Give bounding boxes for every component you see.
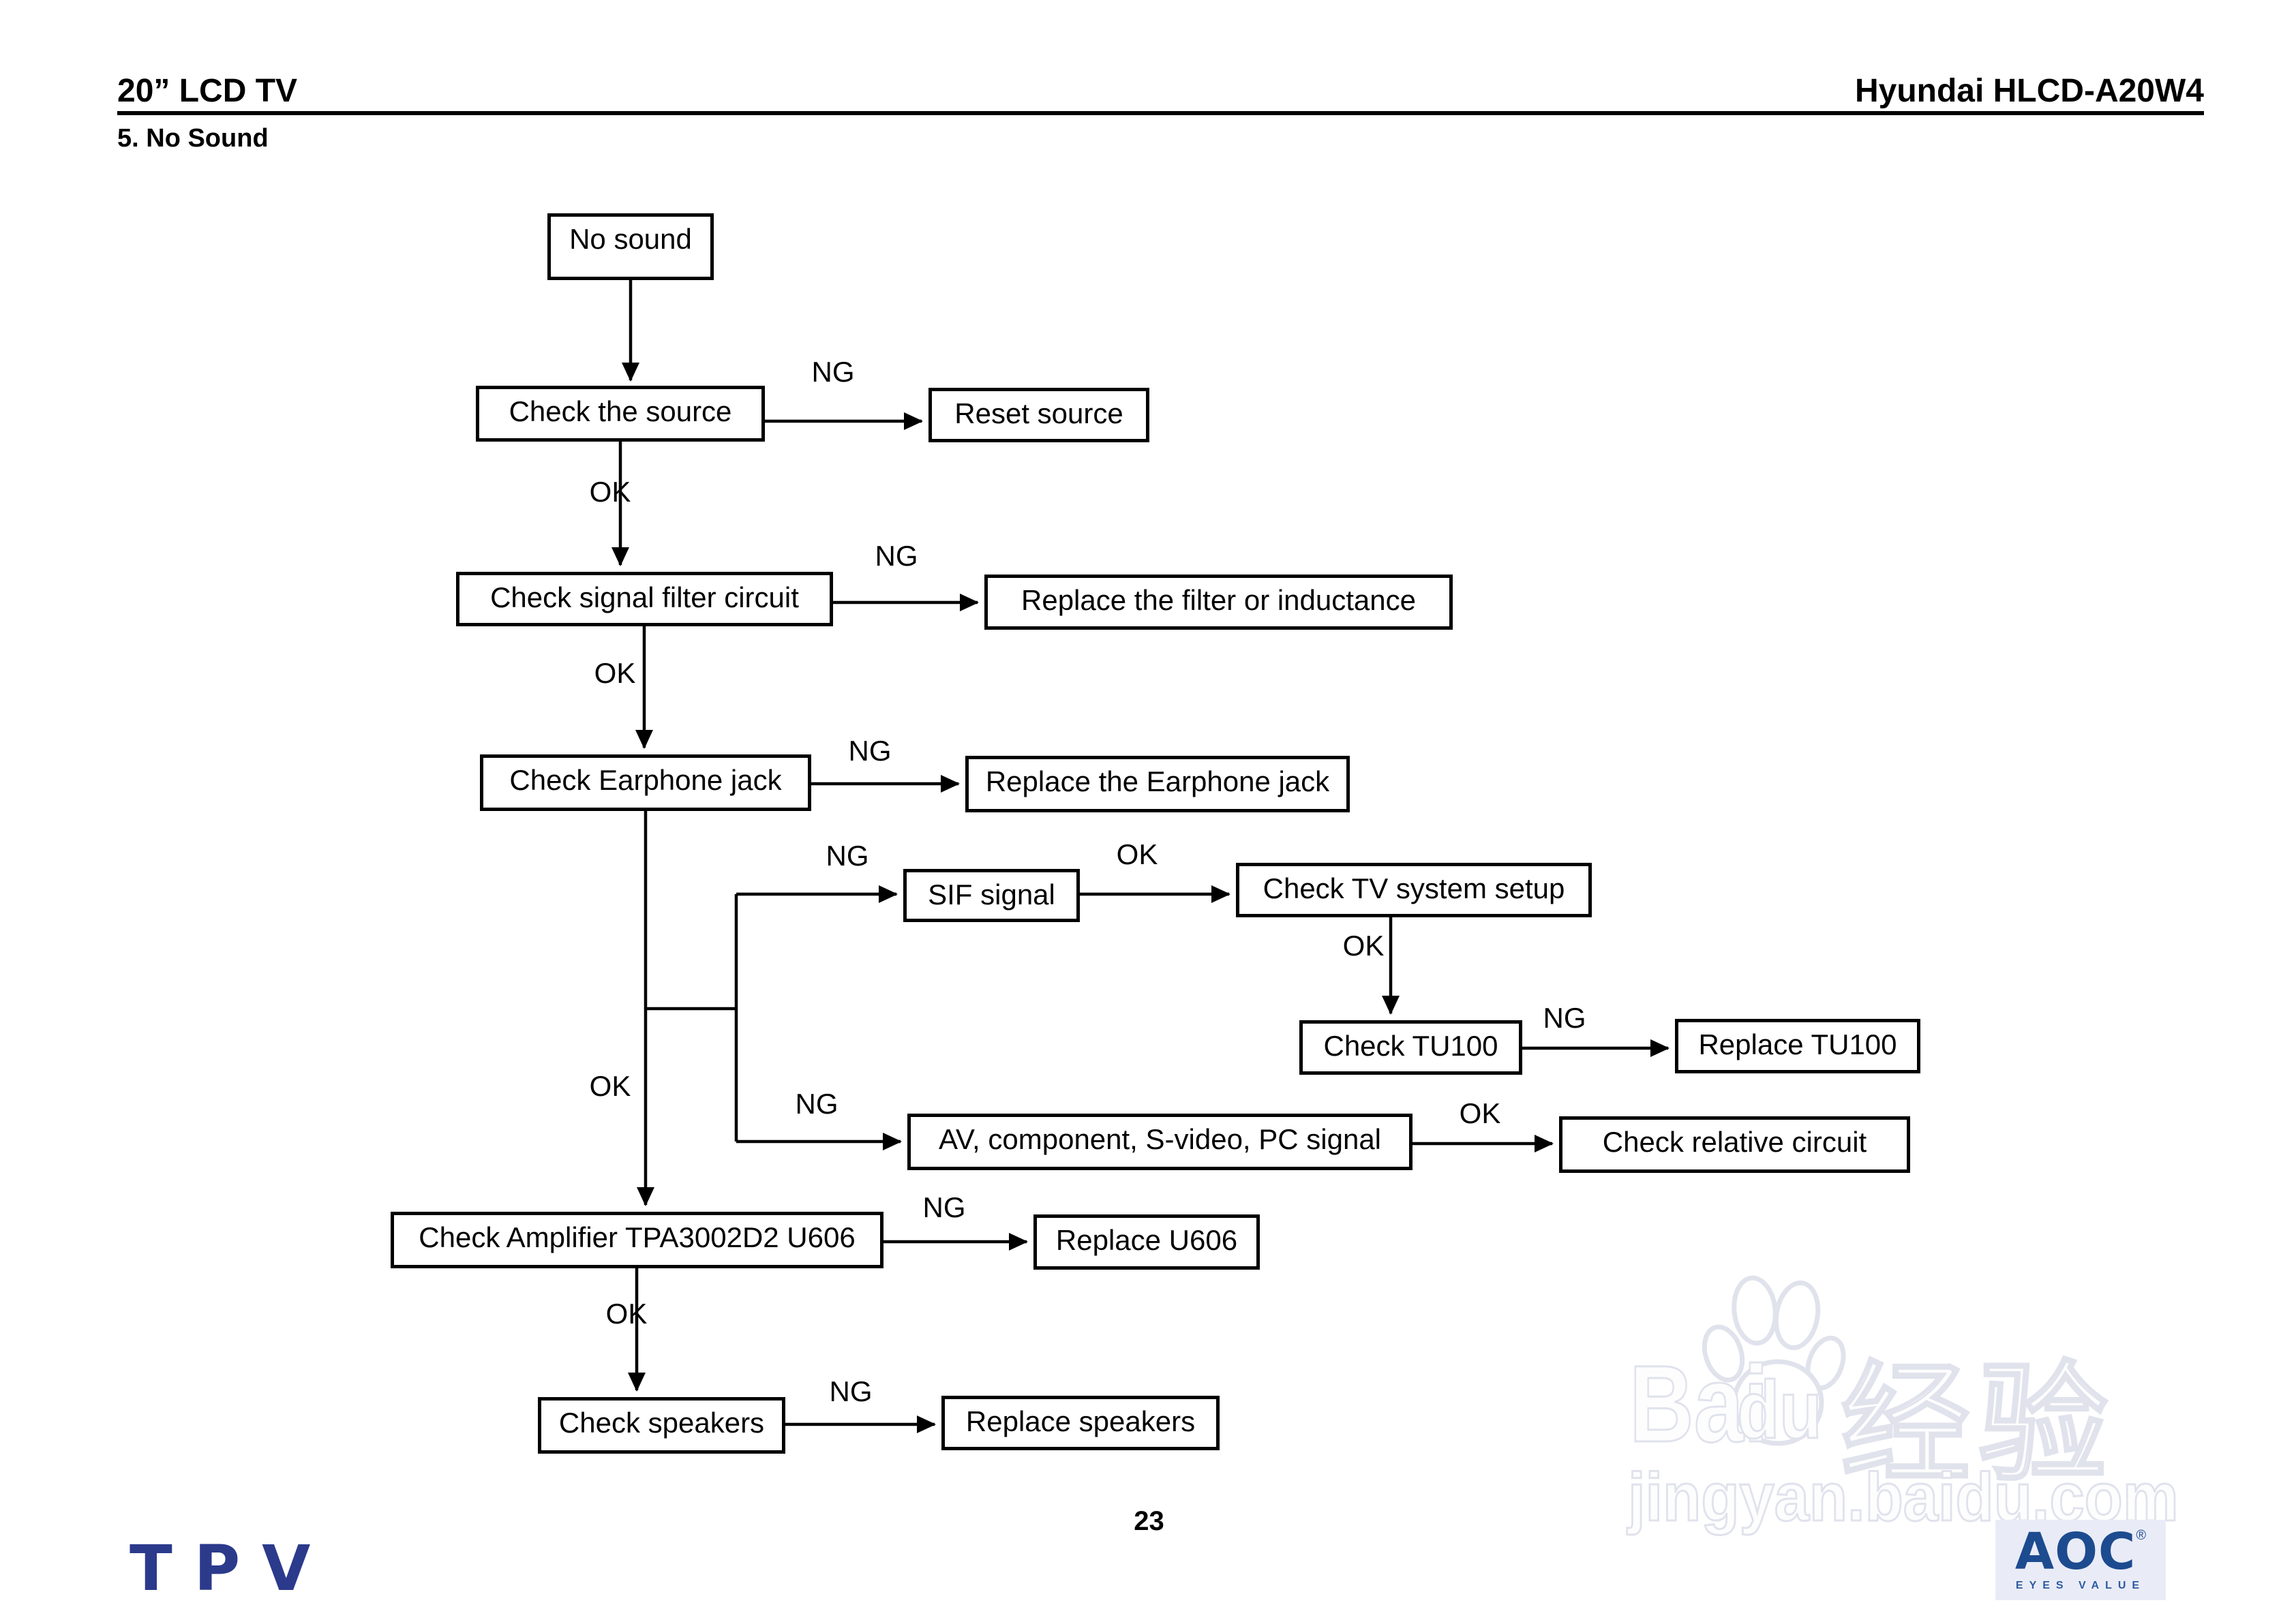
flow-node-check-speakers: Check speakers — [538, 1397, 785, 1454]
aoc-logo-text: AOC — [2014, 1522, 2136, 1582]
tpv-logo: TPV — [130, 1532, 333, 1605]
flow-node-check-source: Check the source — [476, 386, 765, 442]
flow-node-check-relative-circuit: Check relative circuit — [1559, 1116, 1910, 1173]
edge-label-av-ng: NG — [795, 1088, 839, 1120]
baidu-paw-icon — [1702, 1275, 1846, 1446]
flow-node-replace-speakers: Replace speakers — [941, 1396, 1220, 1450]
edge-label-filter-ng: NG — [875, 540, 918, 572]
flow-node-check-earphone-jack: Check Earphone jack — [480, 754, 811, 811]
watermark-text-du: du — [1736, 1364, 1823, 1457]
edge-label-amp-ng: NG — [922, 1191, 966, 1223]
edge-label-filter-ok: OK — [594, 657, 636, 689]
flow-node-av-component-signal: AV, component, S-video, PC signal — [907, 1114, 1413, 1170]
edge-label-amp-ok: OK — [605, 1298, 648, 1330]
edge-label-speakers-ng: NG — [829, 1375, 873, 1407]
section-title: 5. No Sound — [117, 124, 269, 153]
flow-node-sif-signal: SIF signal — [903, 869, 1080, 922]
doc-title: 20” LCD TV — [117, 73, 298, 109]
doc-model: Hyundai HLCD-A20W4 — [1854, 73, 2204, 109]
aoc-logo: AOC ® EYES VALUE — [1995, 1520, 2166, 1600]
flow-node-replace-tu100: Replace TU100 — [1675, 1019, 1920, 1073]
flow-node-reset-source: Reset source — [928, 388, 1149, 442]
flow-node-check-tu100: Check TU100 — [1299, 1020, 1522, 1075]
header-rule — [117, 111, 2204, 115]
edge-label-sif-ok: OK — [1116, 838, 1158, 870]
edge-label-av-ok: OK — [1459, 1097, 1501, 1129]
flow-node-check-signal-filter: Check signal filter circuit — [456, 572, 833, 626]
edge-label-tvsetup-ok: OK — [1342, 930, 1385, 962]
edge-label-earphone-ok: OK — [589, 1070, 631, 1102]
registered-mark-icon: ® — [2136, 1528, 2147, 1544]
edge-label-tu100-ng: NG — [1543, 1002, 1586, 1034]
flow-node-replace-u606: Replace U606 — [1033, 1214, 1260, 1270]
edge-label-source-ng: NG — [811, 356, 855, 388]
flow-node-replace-earphone-jack: Replace the Earphone jack — [965, 756, 1350, 812]
flow-node-replace-filter: Replace the filter or inductance — [984, 575, 1453, 630]
flow-node-no-sound: No sound — [547, 213, 714, 280]
edge-label-sif-ng: NG — [826, 840, 869, 872]
watermark-text-cn: 经验 — [1839, 1351, 2117, 1498]
page-number: 23 — [1134, 1506, 1164, 1536]
flow-node-check-tv-system-setup: Check TV system setup — [1236, 863, 1592, 917]
watermark-text-bai: Bai — [1629, 1342, 1770, 1466]
aoc-tagline: EYES VALUE — [2015, 1579, 2146, 1591]
edge-label-earphone-ng: NG — [848, 735, 892, 767]
edge-label-source-ok: OK — [589, 476, 631, 508]
flow-node-check-amplifier: Check Amplifier TPA3002D2 U606 — [391, 1212, 883, 1268]
